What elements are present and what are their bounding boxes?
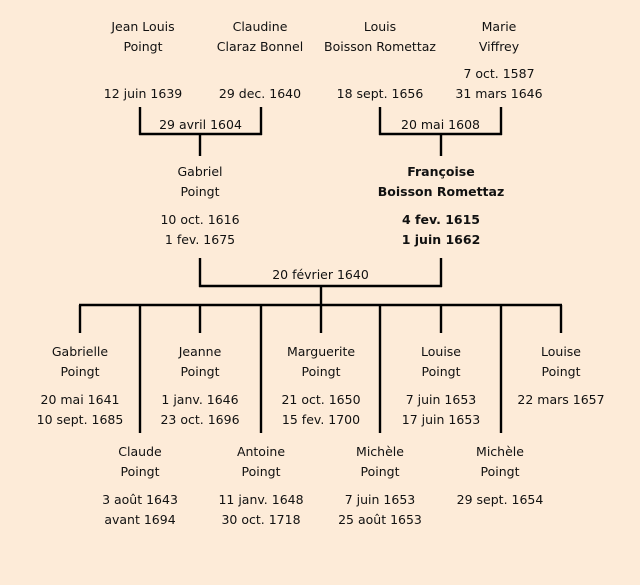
birth-date: 10 oct. 1616 (160, 212, 240, 227)
death-date: 15 fev. 1700 (281, 412, 361, 427)
birth-date: 22 mars 1657 (517, 392, 605, 407)
death-date: 31 mars 1646 (455, 86, 543, 101)
first-name: Françoise (407, 164, 475, 179)
person-michele-poingt-1[interactable]: Michèle Poingt 7 juin 1653 25 août 1653 (310, 442, 450, 530)
first-name: Claude (118, 444, 162, 459)
death-date: 17 juin 1653 (401, 412, 481, 427)
last-name: Poingt (360, 464, 400, 479)
death-date: 1 juin 1662 (401, 232, 481, 247)
birth-date: 20 mai 1641 (40, 392, 120, 407)
death-date: 10 sept. 1685 (36, 412, 124, 427)
first-name: Jeanne (178, 344, 222, 359)
last-name: Poingt (120, 464, 160, 479)
death-date: 23 oct. 1696 (160, 412, 240, 427)
person-marie-viffrey[interactable]: Marie Viffrey 7 oct. 1587 31 mars 1646 (429, 17, 569, 104)
birth-date: 21 oct. 1650 (281, 392, 361, 407)
last-name: Poingt (421, 364, 461, 379)
birth-date: 3 août 1643 (102, 492, 178, 507)
birth-date: 29 sept. 1654 (456, 492, 544, 507)
first-name: Marguerite (286, 344, 356, 359)
first-name: Claudine (232, 19, 288, 34)
last-name: Poingt (123, 39, 163, 54)
last-name: Poingt (301, 364, 341, 379)
birth-date: 7 juin 1653 (405, 392, 477, 407)
person-jeanne-poingt[interactable]: Jeanne Poingt 1 janv. 1646 23 oct. 1696 (130, 342, 270, 430)
first-name: Jean Louis (111, 19, 175, 34)
person-francoise-boisson-romettaz[interactable]: Françoise Boisson Romettaz 4 fev. 1615 1… (371, 162, 511, 250)
first-name: Marie (481, 19, 517, 34)
death-date: 18 sept. 1656 (336, 86, 424, 101)
death-date: 12 juin 1639 (103, 86, 183, 101)
last-name: Poingt (480, 464, 520, 479)
person-louis-boisson-romettaz[interactable]: Louis Boisson Romettaz 18 sept. 1656 (310, 17, 450, 104)
last-name: Boisson Romettaz (377, 184, 505, 199)
first-name: Antoine (236, 444, 286, 459)
last-name: Poingt (541, 364, 581, 379)
first-name: Michèle (356, 444, 404, 459)
birth-date: 4 fev. 1615 (402, 212, 480, 227)
last-name: Viffrey (478, 39, 520, 54)
person-gabrielle-poingt[interactable]: Gabrielle Poingt 20 mai 1641 10 sept. 16… (10, 342, 150, 430)
death-date: 25 août 1653 (338, 512, 422, 527)
person-claudine-claraz-bonnel[interactable]: Claudine Claraz Bonnel 29 dec. 1640 (190, 17, 330, 104)
death-date: 1 fev. 1675 (164, 232, 236, 247)
person-marguerite-poingt[interactable]: Marguerite Poingt 21 oct. 1650 15 fev. 1… (251, 342, 391, 430)
first-name: Gabriel (177, 164, 223, 179)
birth-date: 1 janv. 1646 (161, 392, 239, 407)
marriage-date-paternal: 29 avril 1604 (159, 117, 242, 132)
marriage-date-maternal: 20 mai 1608 (401, 117, 480, 132)
first-name: Louis (363, 19, 397, 34)
death-date: avant 1694 (104, 512, 176, 527)
first-name: Gabrielle (51, 344, 109, 359)
last-name: Claraz Bonnel (216, 39, 304, 54)
death-date: 29 dec. 1640 (218, 86, 302, 101)
last-name: Poingt (180, 184, 220, 199)
last-name: Poingt (180, 364, 220, 379)
first-name: Michèle (476, 444, 524, 459)
first-name: Louise (541, 344, 581, 359)
person-gabriel-poingt[interactable]: Gabriel Poingt 10 oct. 1616 1 fev. 1675 (130, 162, 270, 250)
person-michele-poingt-2[interactable]: Michèle Poingt 29 sept. 1654 (430, 442, 570, 510)
marriage-date-parents: 20 février 1640 (272, 267, 369, 282)
person-antoine-poingt[interactable]: Antoine Poingt 11 janv. 1648 30 oct. 171… (191, 442, 331, 530)
person-jean-louis-poingt[interactable]: Jean Louis Poingt 12 juin 1639 (73, 17, 213, 104)
last-name: Poingt (241, 464, 281, 479)
person-louise-poingt-1[interactable]: Louise Poingt 7 juin 1653 17 juin 1653 (371, 342, 511, 430)
person-claude-poingt[interactable]: Claude Poingt 3 août 1643 avant 1694 (70, 442, 210, 530)
death-date: 30 oct. 1718 (221, 512, 301, 527)
first-name: Louise (421, 344, 461, 359)
birth-date: 7 juin 1653 (344, 492, 416, 507)
birth-date: 11 janv. 1648 (218, 492, 304, 507)
birth-date: 7 oct. 1587 (463, 66, 535, 81)
last-name: Boisson Romettaz (324, 39, 436, 54)
last-name: Poingt (60, 364, 100, 379)
person-louise-poingt-2[interactable]: Louise Poingt 22 mars 1657 (491, 342, 631, 410)
